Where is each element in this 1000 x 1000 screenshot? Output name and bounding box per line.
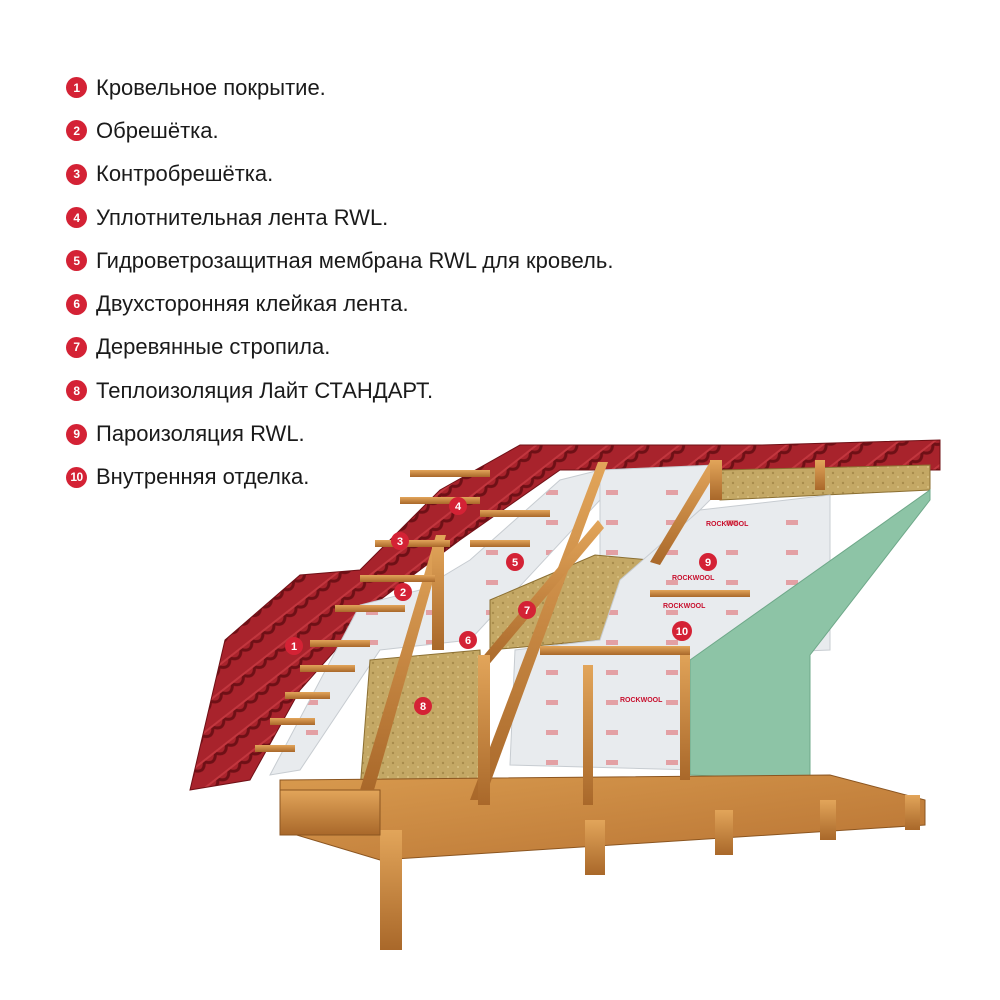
- svg-text:4: 4: [455, 501, 462, 513]
- number-badge: 1: [66, 77, 87, 99]
- batten: [310, 640, 370, 647]
- marker-1: 1: [285, 637, 303, 655]
- legend-label: Уплотнительная лента RWL.: [96, 204, 389, 230]
- svg-text:9: 9: [705, 557, 711, 569]
- legend-item: 1 Кровельное покрытие.: [66, 66, 766, 109]
- brand-print: ROCKWOOL: [663, 603, 706, 610]
- number-badge: 2: [66, 120, 87, 142]
- rafter: [360, 535, 446, 790]
- legend-label: Деревянные стропила.: [96, 334, 331, 360]
- number-badge: 7: [66, 336, 87, 358]
- brand-print: ROCKWOOL: [620, 697, 663, 704]
- svg-text:10: 10: [676, 626, 688, 638]
- number-badge: 10: [66, 466, 87, 488]
- floor-joist: [585, 820, 605, 875]
- batten: [410, 470, 490, 477]
- svg-text:1: 1: [291, 641, 297, 653]
- collar-beam: [540, 646, 690, 655]
- rafter: [710, 460, 722, 500]
- batten: [300, 665, 355, 672]
- rafter: [470, 462, 608, 800]
- legend-label: Внутренняя отделка.: [96, 464, 310, 490]
- legend-label: Контробрешётка.: [96, 161, 274, 187]
- legend-label: Гидроветрозащитная мембрана RWL для кров…: [96, 247, 614, 273]
- collar-beam: [650, 590, 750, 597]
- marker-2: 2: [394, 583, 412, 601]
- svg-text:2: 2: [400, 587, 406, 599]
- batten: [470, 540, 530, 547]
- number-badge: 6: [66, 293, 87, 315]
- svg-text:3: 3: [397, 536, 403, 548]
- batten: [480, 510, 550, 517]
- marker-6: 6: [459, 631, 477, 649]
- legend-item: 9 Пароизоляция RWL.: [66, 412, 766, 455]
- marker-9: 9: [699, 553, 717, 571]
- marker-8: 8: [414, 697, 432, 715]
- marker-4: 4: [449, 497, 467, 515]
- svg-text:6: 6: [465, 635, 471, 647]
- batten: [285, 692, 330, 699]
- svg-text:8: 8: [420, 701, 426, 713]
- legend-item: 6 Двухсторонняя клейкая лента.: [66, 282, 766, 325]
- wall-plate: [279, 789, 381, 836]
- number-badge: 5: [66, 250, 87, 272]
- floor-joist: [905, 795, 920, 830]
- legend-item: 4 Уплотнительная лента RWL.: [66, 196, 766, 239]
- number-badge: 4: [66, 207, 87, 229]
- stud: [680, 650, 690, 780]
- marker-10: 10: [672, 621, 692, 641]
- number-badge: 9: [66, 423, 87, 445]
- batten: [375, 540, 450, 547]
- legend-item: 10 Внутренняя отделка.: [66, 456, 766, 499]
- legend-label: Обрешётка.: [96, 117, 219, 143]
- legend-item: 8 Теплоизоляция Лайт СТАНДАРТ.: [66, 369, 766, 412]
- svg-text:5: 5: [512, 557, 518, 569]
- legend-label: Теплоизоляция Лайт СТАНДАРТ.: [96, 377, 434, 403]
- legend-item: 7 Деревянные стропила.: [66, 326, 766, 369]
- rafter: [480, 520, 604, 668]
- batten: [335, 605, 405, 612]
- legend-item: 2 Обрешётка.: [66, 109, 766, 152]
- marker-3: 3: [391, 532, 409, 550]
- stud: [432, 540, 444, 650]
- stud: [478, 655, 490, 805]
- brand-print: ROCKWOOL: [706, 521, 749, 528]
- number-badge: 3: [66, 163, 87, 185]
- batten: [255, 745, 295, 752]
- floor-joist: [380, 830, 402, 950]
- legend-item: 5 Гидроветрозащитная мембрана RWL для кро…: [66, 239, 766, 282]
- legend: 1 Кровельное покрытие. 2 Обрешётка. 3 Контр…: [66, 66, 766, 499]
- marker-7: 7: [518, 601, 536, 619]
- legend-label: Двухсторонняя клейкая лента.: [96, 291, 409, 317]
- batten: [400, 497, 480, 504]
- brand-print: ROCKWOOL: [672, 575, 715, 582]
- svg-text:7: 7: [524, 605, 530, 617]
- rafter: [650, 462, 720, 565]
- batten: [270, 718, 315, 725]
- legend-label: Пароизоляция RWL.: [96, 421, 305, 447]
- legend-item: 3 Контробрешётка.: [66, 153, 766, 196]
- marker-5: 5: [506, 553, 524, 571]
- number-badge: 8: [66, 380, 87, 402]
- legend-label: Кровельное покрытие.: [96, 74, 326, 100]
- floor-joist: [820, 800, 836, 840]
- batten: [360, 575, 435, 582]
- floor-joist: [715, 810, 733, 855]
- stud: [583, 665, 593, 805]
- rafter: [815, 460, 825, 490]
